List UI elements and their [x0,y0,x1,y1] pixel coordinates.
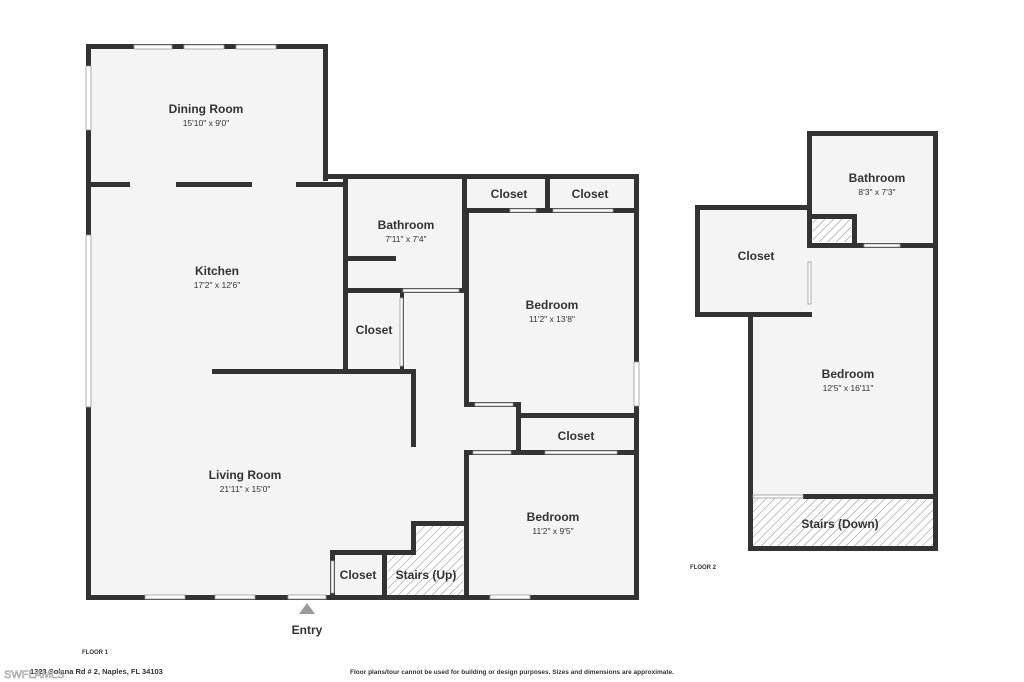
floor-1-plan: Entry Dining Room 15'10" x 9'0" Kitchen … [82,44,640,656]
closet-2-name: Closet [738,249,775,263]
disclaimer-text: Floor plans/tour cannot be used for buil… [350,669,674,676]
floor-2-plan: Bathroom 8'3" x 7'3" Closet Bedroom 12'5… [690,131,938,571]
bathroom-1-dims: 7'11" x 7'4" [385,234,426,244]
stairs-down-name: Stairs (Down) [801,517,878,531]
closet-mid-name: Closet [356,323,393,337]
bedroom-upper-name: Bedroom [526,298,579,312]
entry-label: Entry [292,623,323,637]
closet-top-a-name: Closet [491,187,528,201]
bedroom-lower-name: Bedroom [527,510,580,524]
closet-right-name: Closet [558,429,595,443]
kitchen-dims: 17'2" x 12'6" [194,280,241,290]
property-address: 1323 Solana Rd # 2, Naples, FL 34103 [30,667,163,676]
bedroom-upper-dims: 11'2" x 13'8" [529,314,575,324]
living-room-dims: 21'11" x 15'0" [220,484,271,494]
watermark-logo: SWFLAMLS [4,669,65,681]
floor-1-fill [90,48,635,597]
entry-arrow-icon [299,603,315,614]
stairs-up-hatch [388,525,463,596]
closet-top-b-name: Closet [572,187,609,201]
bedroom-lower-dims: 11'2" x 9'5" [532,526,573,536]
floor-2-fill [699,135,934,547]
dining-room-dims: 15'10" x 9'0" [183,118,230,128]
floor-1-windows [85,44,640,600]
dining-room-name: Dining Room [169,102,244,116]
bedroom-2-dims: 12'5" x 16'11" [823,383,874,393]
bathroom-2-cabinet-hatch [813,219,851,242]
kitchen-name: Kitchen [195,264,239,278]
floor-1-label: FLOOR 1 [82,650,109,656]
stairs-up-name: Stairs (Up) [396,568,457,582]
bathroom-2-name: Bathroom [849,171,906,185]
bedroom-2-name: Bedroom [822,367,875,381]
closet-bottom-name: Closet [340,568,377,582]
floor-2-windows [752,243,901,499]
stairs-down-hatch [752,498,934,546]
bathroom-2-dims: 8'3" x 7'3" [858,187,895,197]
bathroom-1-name: Bathroom [378,218,435,232]
floor-2-label: FLOOR 2 [690,565,717,571]
living-room-name: Living Room [209,468,282,482]
